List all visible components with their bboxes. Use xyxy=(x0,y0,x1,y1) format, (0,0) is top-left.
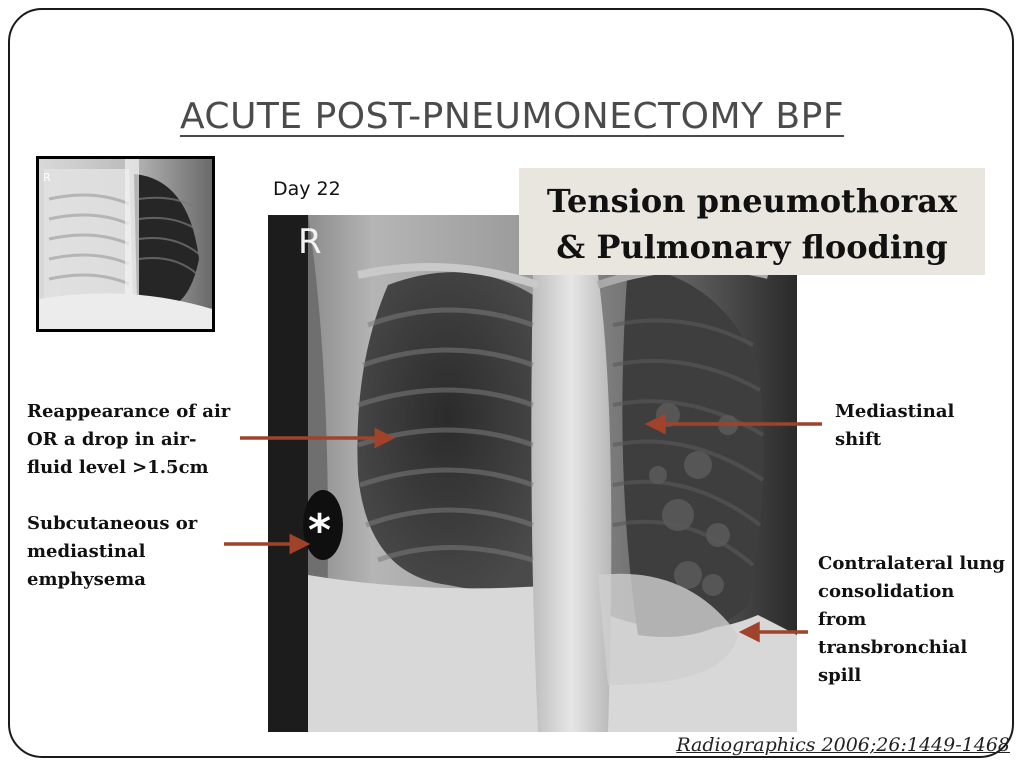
annotation-consolidation: Contralateral lung consolidation from tr… xyxy=(818,550,1005,690)
annotation-line: OR a drop in air- xyxy=(27,429,197,450)
callout-line-2: & Pulmonary flooding xyxy=(556,228,948,266)
annotation-line: Reappearance of air xyxy=(27,401,231,422)
callout-line-1: Tension pneumothorax xyxy=(546,182,958,220)
xray-r-marker: R xyxy=(298,222,322,262)
annotation-line: transbronchial xyxy=(818,637,968,658)
annotation-line: Contralateral lung xyxy=(818,553,1005,574)
asterisk-marker: * xyxy=(308,505,331,556)
annotation-line: emphysema xyxy=(27,569,146,590)
annotation-mediastinal-shift: Mediastinal shift xyxy=(835,398,954,454)
annotation-line: mediastinal xyxy=(27,541,146,562)
annotation-line: spill xyxy=(818,665,862,686)
thumb-r-marker: R xyxy=(43,171,51,184)
thumbnail-xray-image: R xyxy=(36,156,215,332)
annotation-emphysema: Subcutaneous or mediastinal emphysema xyxy=(27,510,197,594)
annotation-line: from xyxy=(818,609,867,630)
annotation-line: Subcutaneous or xyxy=(27,513,198,534)
annotation-line: Mediastinal xyxy=(835,401,955,422)
annotation-line: shift xyxy=(835,429,882,450)
chest-xray-image: R * xyxy=(268,215,797,732)
annotation-line: consolidation xyxy=(818,581,955,602)
annotation-line: fluid level >1.5cm xyxy=(27,457,209,478)
slide-title: ACUTE POST-PNEUMONECTOMY BPF xyxy=(179,96,845,137)
annotation-air-fluid: Reappearance of air OR a drop in air- fl… xyxy=(27,398,230,482)
callout-box: Tension pneumothorax & Pulmonary floodin… xyxy=(519,168,985,275)
day-label: Day 22 xyxy=(273,178,341,200)
citation: Radiographics 2006;26:1449-1468 xyxy=(676,734,1010,756)
